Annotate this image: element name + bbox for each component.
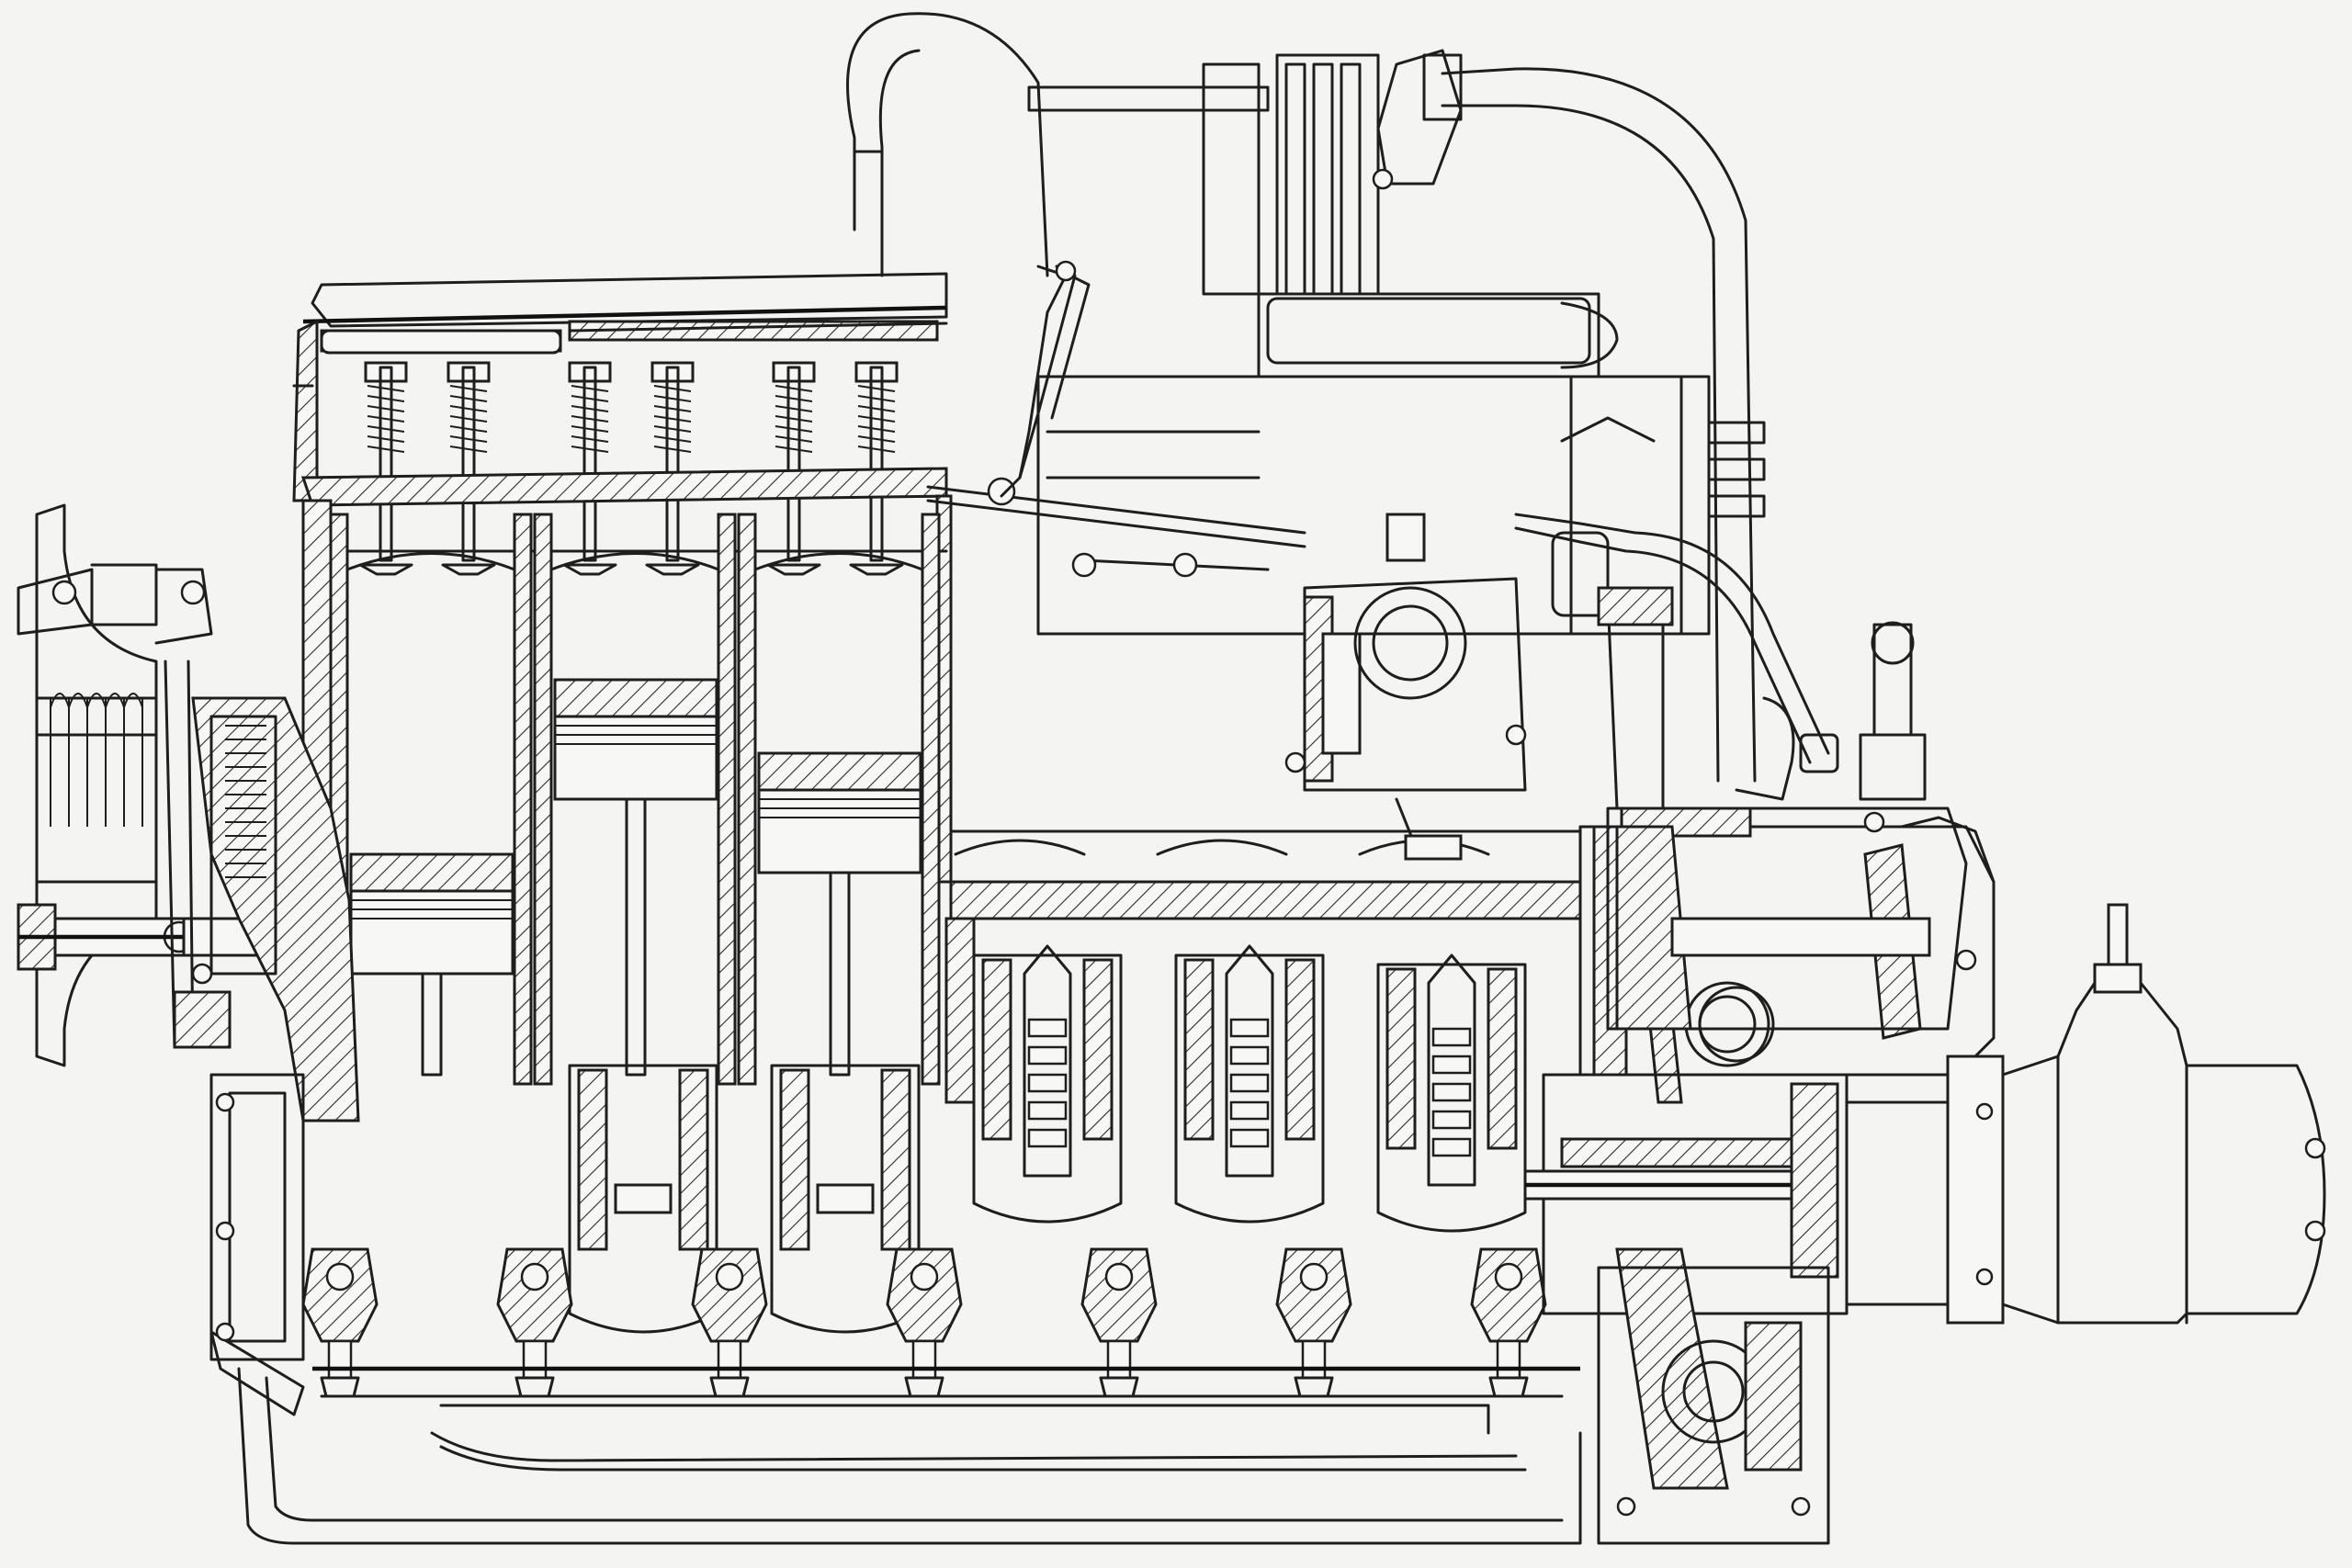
top-manifold-pipe [1027, 49, 1463, 296]
cylinder [329, 513, 533, 1086]
crank-throw [972, 944, 1123, 1224]
accessory-link [1000, 260, 1091, 498]
cylinder [533, 513, 737, 1086]
water-pump [1606, 621, 1968, 1063]
valve-spring [645, 361, 700, 576]
starter-motor [1845, 903, 2326, 1325]
main-bearings [301, 1247, 1547, 1398]
valve-spring [849, 361, 904, 576]
main-bearing-cap [1080, 1247, 1158, 1398]
main-bearing-cap [301, 1247, 379, 1398]
crankshaft [568, 944, 1527, 1334]
valve-spring [358, 361, 413, 576]
crank-throw [1376, 953, 1527, 1233]
valve-spring [441, 361, 496, 576]
cylinders [329, 513, 941, 1086]
cylinder-head [292, 319, 948, 507]
main-bearing-cap [1470, 1247, 1547, 1398]
cylinder [737, 513, 941, 1086]
coolant-return-pipe [1422, 53, 1766, 783]
injector-pump [926, 265, 1711, 636]
air-intake-elbow [846, 12, 1049, 277]
rocker-arms [320, 321, 948, 576]
main-bearing-cap [886, 1247, 963, 1398]
front-cover [209, 1073, 305, 1361]
fuel-filter [1284, 513, 1527, 861]
crank-throw [1174, 944, 1325, 1224]
oil-pan [209, 1330, 1582, 1545]
main-bearing-cap [1275, 1247, 1352, 1398]
crank-throw [770, 1064, 921, 1334]
main-bearing-cap [691, 1247, 768, 1398]
valve-spring [562, 361, 617, 576]
valve-spring [766, 361, 821, 576]
injector-lines [1071, 513, 1839, 773]
fan-pulley [17, 503, 213, 1067]
main-bearing-cap [496, 1247, 573, 1398]
flywheel [1523, 1073, 1849, 1545]
timing-housing [164, 660, 360, 1122]
